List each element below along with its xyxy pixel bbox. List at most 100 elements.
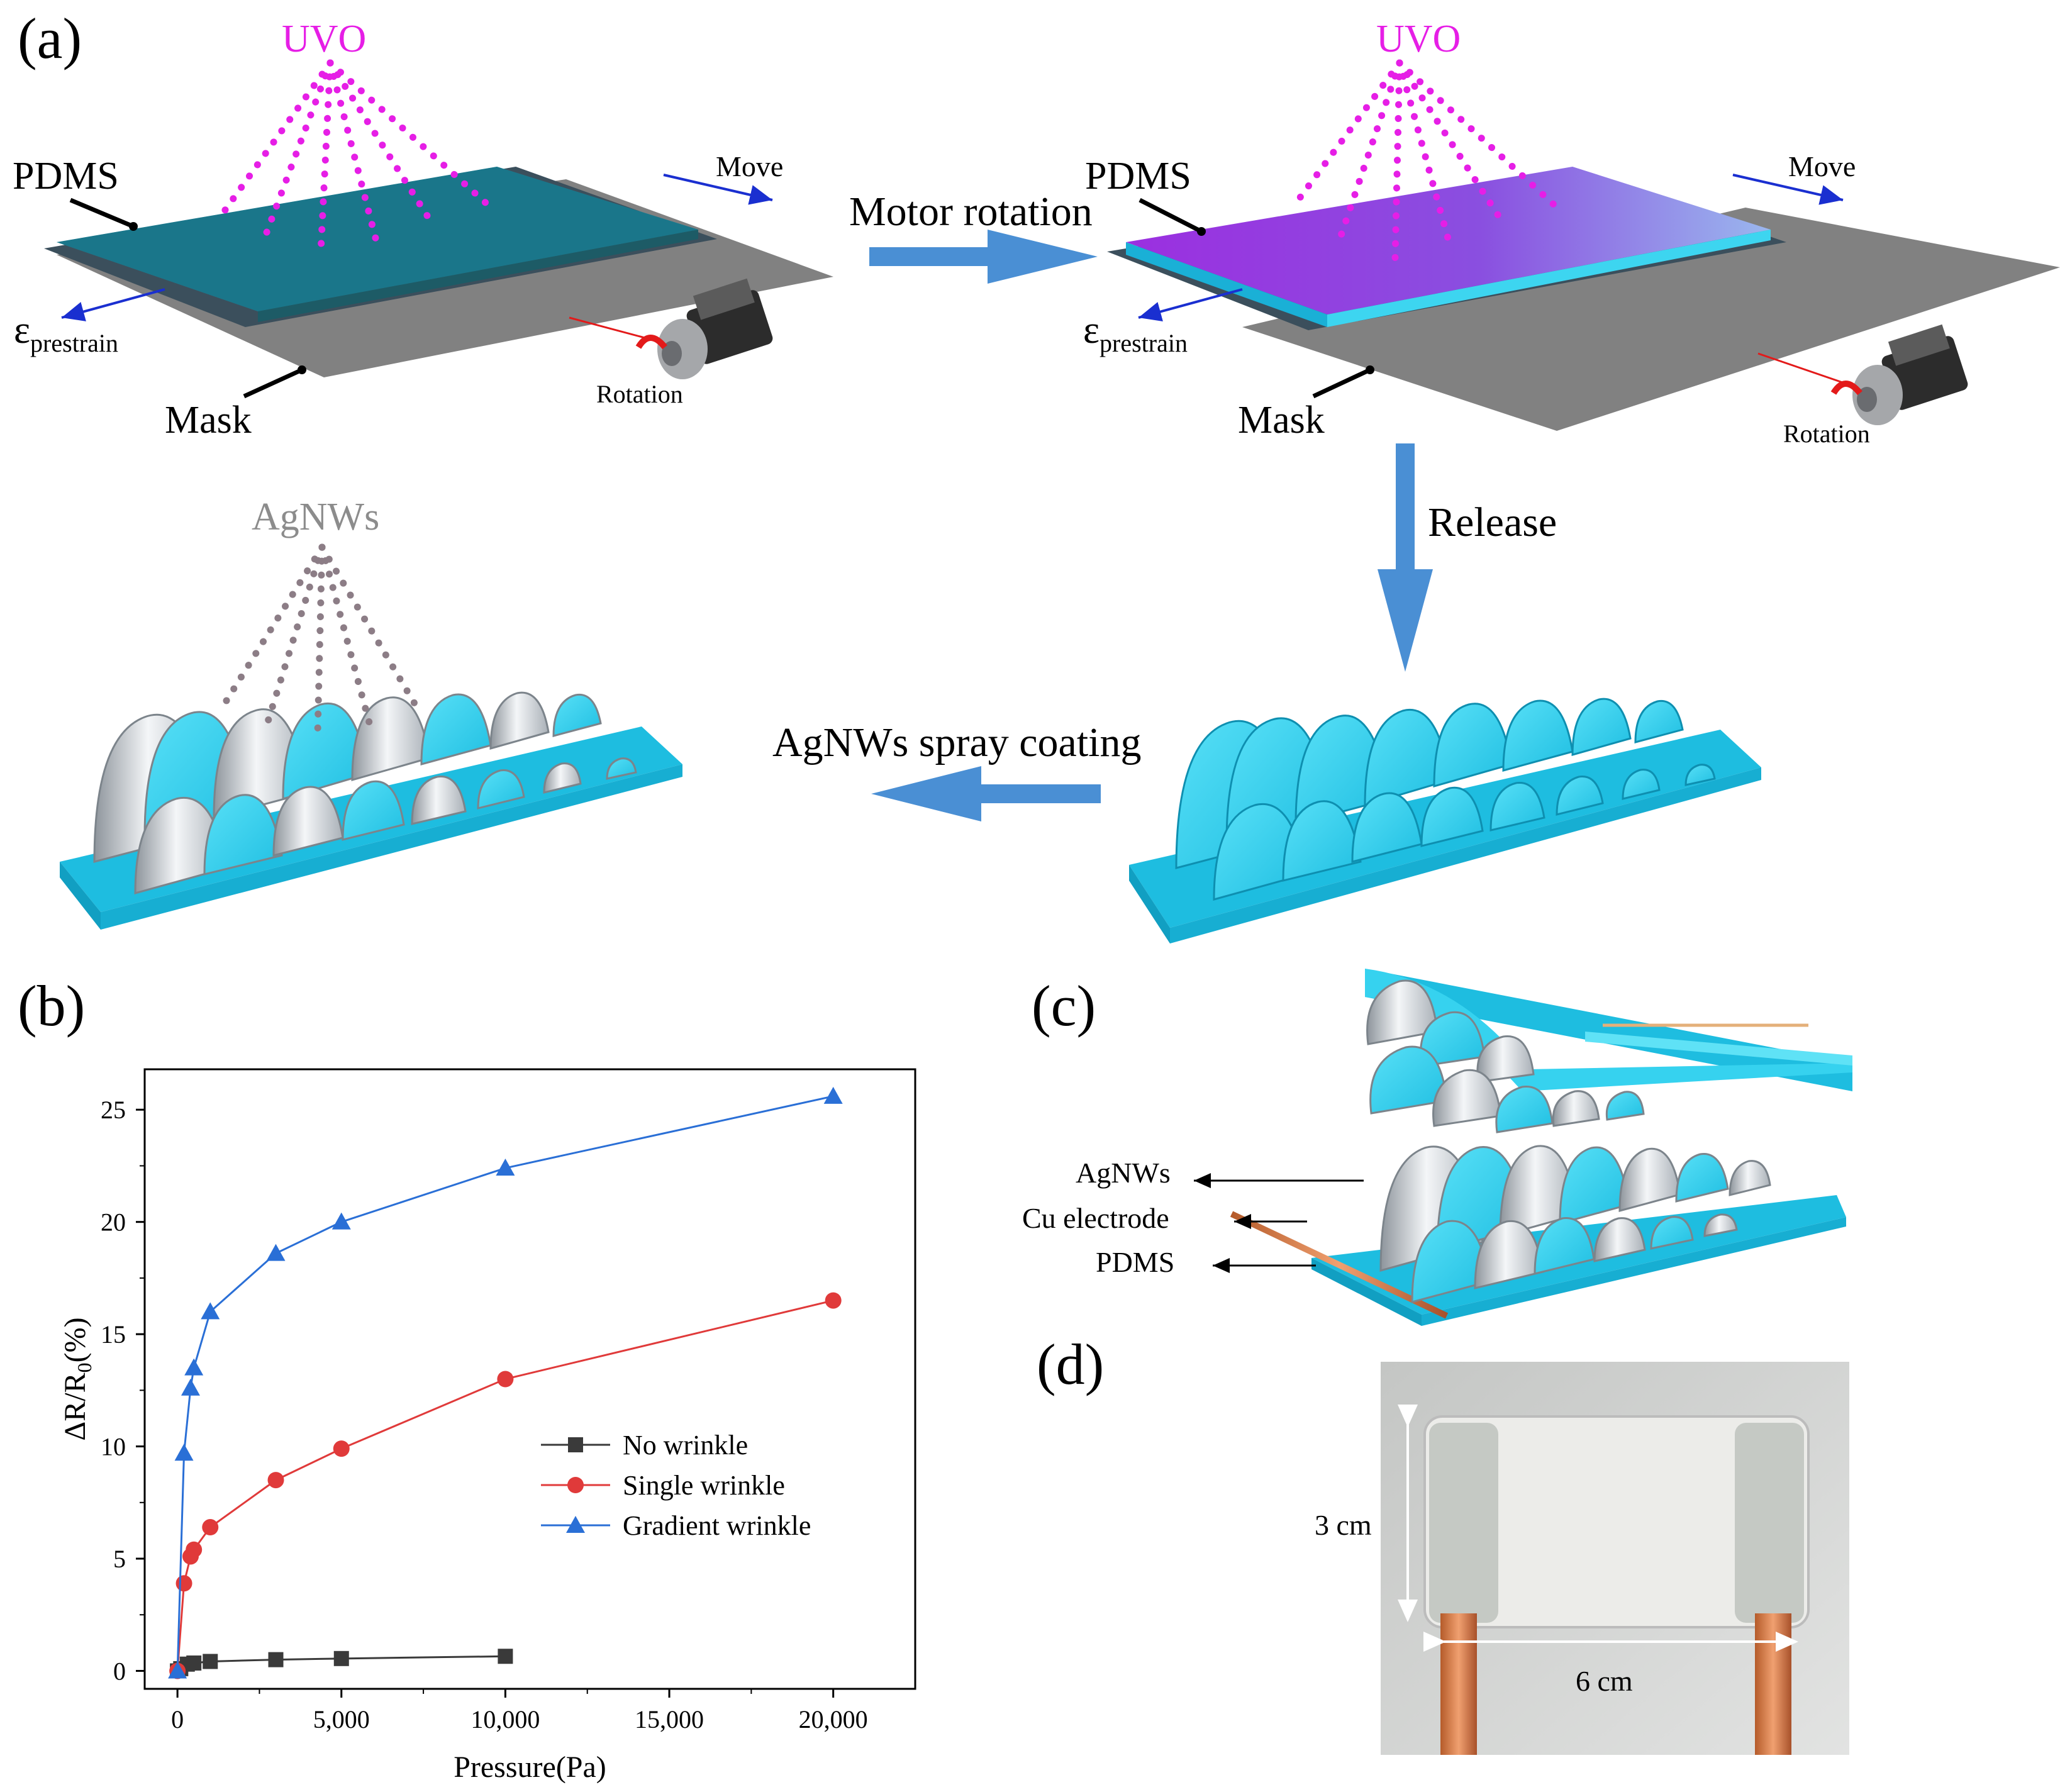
x-tick-label: 0 <box>171 1705 184 1734</box>
panel-b-label: (b) <box>18 974 85 1038</box>
data-point-triangle <box>496 1159 515 1176</box>
data-point-triangle <box>174 1444 194 1461</box>
pdms-leader-dot-left <box>129 222 138 231</box>
x-tick-label: 5,000 <box>313 1705 370 1734</box>
rotation-label-left: Rotation <box>596 380 683 408</box>
data-point-circle <box>175 1575 192 1592</box>
data-point-triangle <box>168 1661 187 1679</box>
data-point-square <box>498 1649 513 1664</box>
pdms-label-left: PDMS <box>13 155 119 198</box>
left-electrode-pad <box>1429 1423 1498 1623</box>
eps-label-left: εprestrain <box>14 309 118 357</box>
rotation-leader-right <box>1757 352 1847 385</box>
data-point-triangle <box>266 1244 286 1261</box>
motor-left <box>635 278 773 379</box>
uvo-label-right: UVO <box>1376 18 1461 60</box>
data-point-circle <box>202 1519 219 1536</box>
move-label-left: Move <box>716 150 783 182</box>
y-tick-label: 5 <box>113 1545 126 1573</box>
motor-rotation-label: Motor rotation <box>849 189 1093 235</box>
spray-arrow-head <box>871 766 981 821</box>
uvo-rays-right <box>1289 59 1557 262</box>
panel-a-label: (a) <box>18 6 82 70</box>
rotation-label-right: Rotation <box>1783 420 1870 448</box>
device-sample <box>1423 1415 1810 1628</box>
data-point-square <box>186 1655 202 1671</box>
cu-electrode-callout-label: Cu electrode <box>1022 1202 1169 1234</box>
motor-rotation-arrow-shaft <box>869 247 995 266</box>
x-tick-label: 15,000 <box>635 1705 704 1734</box>
pdms-leader-right <box>1139 198 1203 234</box>
panel-d-label: (d) <box>1037 1332 1104 1396</box>
y-tick-label: 25 <box>101 1096 126 1124</box>
legend-marker <box>568 1437 583 1452</box>
pdms-film-right <box>1126 167 1771 314</box>
legend-marker <box>566 1516 585 1533</box>
mask-label-left: Mask <box>165 399 252 442</box>
plot-frame <box>143 1068 916 1690</box>
data-point-circle <box>267 1472 284 1489</box>
release-arrow-shaft <box>1396 443 1415 579</box>
data-point-triangle <box>184 1358 204 1376</box>
y-tick-label: 10 <box>101 1433 126 1461</box>
data-point-triangle <box>331 1212 351 1230</box>
x-tick-label: 10,000 <box>470 1705 540 1734</box>
eps-arrow-right <box>1138 288 1243 321</box>
data-point-circle <box>825 1292 842 1309</box>
data-point-triangle <box>181 1378 200 1396</box>
legend-label: Single wrinkle <box>623 1470 785 1501</box>
eps-arrow-left <box>61 288 165 321</box>
pdms-leader-left <box>69 198 135 229</box>
right-setup <box>1107 167 2060 431</box>
spray-arrow-shaft <box>972 784 1101 803</box>
data-point-square <box>203 1654 218 1669</box>
pdms-callout-label: PDMS <box>1096 1246 1174 1278</box>
data-point-circle <box>186 1541 203 1558</box>
wrinkled-pdms-block <box>1129 698 1761 943</box>
data-point-circle <box>333 1440 350 1457</box>
agnw-coated-block <box>60 691 682 930</box>
agnws-callout-label: AgNWs <box>1076 1157 1171 1189</box>
legend-label: Gradient wrinkle <box>623 1510 811 1541</box>
pdms-label-right: PDMS <box>1085 155 1191 198</box>
mask-leader-left <box>243 367 303 399</box>
move-label-right: Move <box>1788 150 1856 182</box>
mask-leader-dot-right <box>1366 365 1374 374</box>
legend-marker <box>567 1477 584 1493</box>
data-point-square <box>268 1652 284 1667</box>
left-copper-tape <box>1440 1613 1477 1755</box>
width-dimension-label: 6 cm <box>1576 1665 1633 1697</box>
eps-label-right: εprestrain <box>1083 309 1188 357</box>
data-point-triangle <box>823 1086 843 1104</box>
agnw-spray-rays <box>216 543 419 737</box>
uvo-rays-left <box>216 59 491 255</box>
x-axis-label: Pressure(Pa) <box>454 1750 606 1784</box>
mask-leader-right <box>1312 367 1371 399</box>
move-arrow-left <box>663 174 773 205</box>
y-tick-label: 15 <box>101 1320 126 1349</box>
data-point-circle <box>497 1371 514 1388</box>
device-photo <box>1381 1362 1849 1755</box>
mask-leader-dot-left <box>298 365 306 374</box>
release-label: Release <box>1428 499 1557 545</box>
right-electrode-pad <box>1735 1423 1804 1623</box>
pdms-front-edge-left <box>258 230 698 322</box>
cu-electrode-strip <box>1230 1211 1449 1319</box>
sandwich-device <box>1230 969 1852 1326</box>
y-axis-label: ΔR/R0(%) <box>58 1317 96 1440</box>
x-tick-label: 20,000 <box>799 1705 868 1734</box>
height-dimension-label: 3 cm <box>1315 1509 1372 1541</box>
uvo-label-left: UVO <box>282 18 366 60</box>
mask-sheet-right <box>1242 208 2060 431</box>
data-point-triangle <box>201 1302 220 1320</box>
data-point-square <box>333 1650 349 1666</box>
y-tick-label: 20 <box>101 1208 126 1237</box>
agnws-spray-label: AgNWs <box>252 496 379 538</box>
motor-rotation-arrow-head <box>988 230 1098 284</box>
spray-coating-label: AgNWs spray coating <box>772 720 1142 765</box>
pdms-leader-dot-right <box>1197 227 1206 236</box>
pdms-front-edge-right <box>1126 242 1327 327</box>
legend-label: No wrinkle <box>623 1430 748 1461</box>
motor-right <box>1830 324 1968 425</box>
